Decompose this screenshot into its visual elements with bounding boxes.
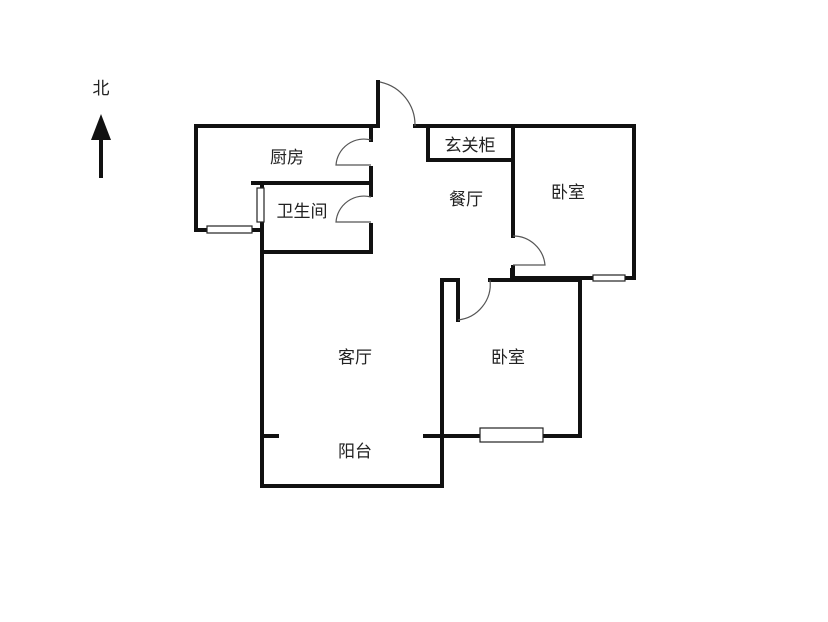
living-room-label: 客厅 xyxy=(338,348,372,368)
room-labels: 厨房 卫生间 玄关柜 餐厅 卧室 客厅 卧室 阳台 xyxy=(270,136,585,462)
north-compass: 北 xyxy=(91,79,111,178)
bathroom-door-icon xyxy=(335,195,372,223)
entry-cabinet-label: 玄关柜 xyxy=(445,136,496,156)
kitchen-label: 厨房 xyxy=(270,148,304,168)
bathroom-window-icon xyxy=(256,187,265,223)
balcony-label: 阳台 xyxy=(338,442,372,462)
doors xyxy=(335,81,546,321)
bedroom-north-door-icon xyxy=(512,235,546,266)
windows xyxy=(206,187,626,443)
walls xyxy=(194,80,636,488)
dining-label: 餐厅 xyxy=(449,190,483,210)
north-arrow-icon xyxy=(91,114,111,140)
bedroom-south-label: 卧室 xyxy=(491,348,525,368)
bedroom-south-door-icon xyxy=(457,279,491,321)
bedroom-north-window-icon xyxy=(592,274,626,282)
bathroom-label: 卫生间 xyxy=(277,202,328,222)
bedroom-south-window-icon xyxy=(479,427,544,443)
entrance-door-icon xyxy=(379,81,416,127)
kitchen-window-icon xyxy=(206,225,253,234)
north-label: 北 xyxy=(93,79,110,99)
kitchen-door-icon xyxy=(335,138,372,166)
bedroom-north-label: 卧室 xyxy=(551,183,585,203)
